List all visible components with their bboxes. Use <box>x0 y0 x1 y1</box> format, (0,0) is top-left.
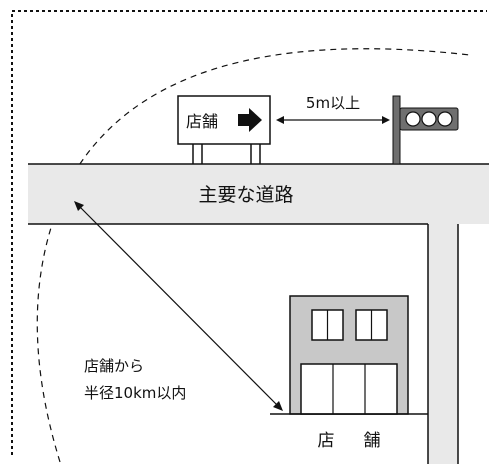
store-label-char1: 店 <box>318 431 335 451</box>
traffic-light-lamp <box>405 111 421 127</box>
distance-dimension: 5m以上 <box>276 94 390 124</box>
radius-arrowhead-top <box>74 201 84 211</box>
store-signboard: 店舗 <box>177 95 271 164</box>
distance-label: 5m以上 <box>306 94 360 112</box>
radius-line <box>75 202 282 410</box>
traffic-light <box>392 95 459 165</box>
store-label-char2: 舗 <box>364 431 381 451</box>
radius-boundary-arc <box>36 48 471 463</box>
dotted-frame <box>11 10 487 455</box>
distance-arrowhead-right <box>382 116 390 124</box>
road-surface <box>28 164 489 464</box>
signboard-text: 店舗 <box>186 112 218 131</box>
store-building: 店 舗 <box>270 295 428 451</box>
traffic-light-lamp <box>421 111 437 127</box>
traffic-light-lamp <box>437 111 453 127</box>
distance-arrowhead-left <box>276 116 284 124</box>
right-arrow-icon <box>238 108 262 132</box>
traffic-light-pole <box>392 95 401 165</box>
building-entrance <box>300 363 398 415</box>
radius-label-line2: 半径10km以内 <box>84 384 186 402</box>
road-label: 主要な道路 <box>198 184 293 206</box>
radius-dimension: 店舗から 半径10km以内 <box>74 201 283 411</box>
radius-label-line1: 店舗から <box>84 357 144 375</box>
radius-arrowhead-bottom <box>273 401 283 411</box>
